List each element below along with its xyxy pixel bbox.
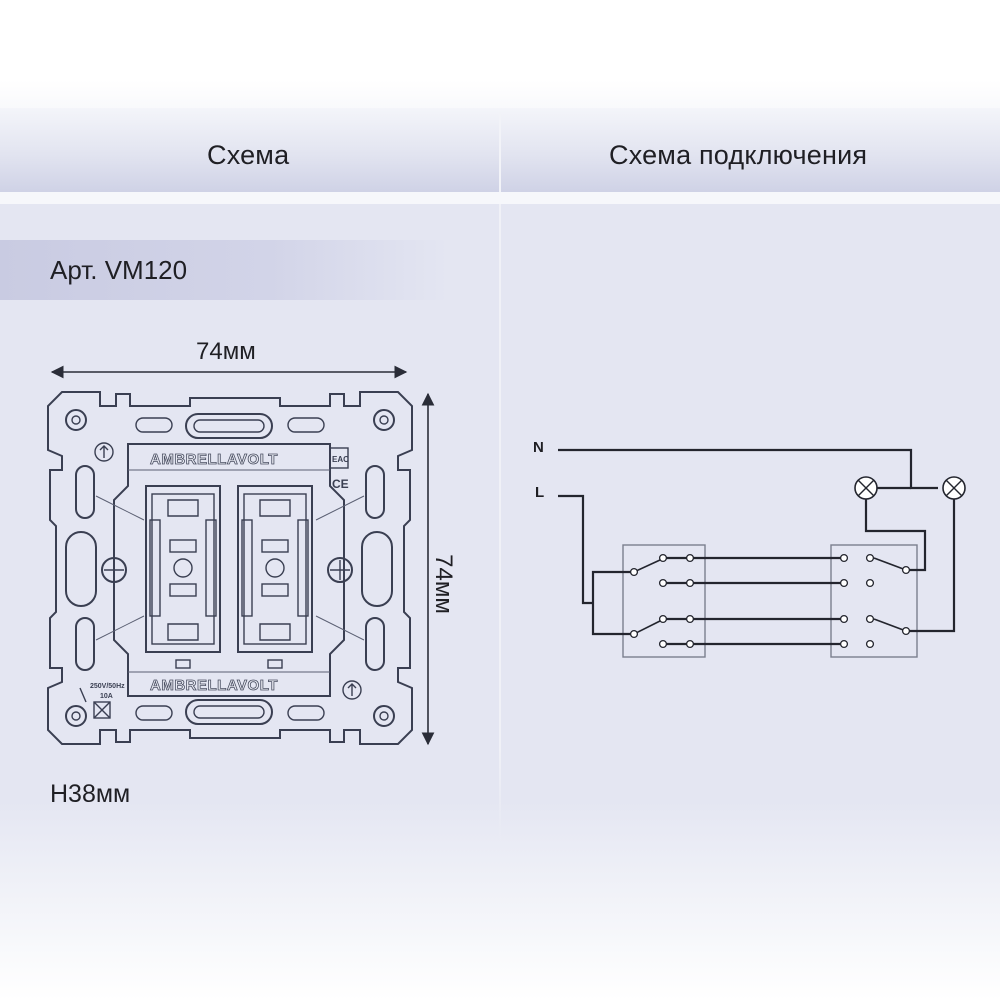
inner-body [113, 443, 345, 697]
neutral-label: N [533, 439, 544, 456]
right-side-slot-bottom [365, 617, 385, 671]
right-screw-icon [327, 557, 353, 583]
left-switch-contacts [629, 553, 695, 649]
mechanism-left [145, 485, 221, 669]
header-separator [0, 192, 1000, 204]
right-side-slot-top [365, 465, 385, 519]
right-switch-contacts [839, 553, 911, 649]
section-title-wiring: Схема подключения [609, 140, 868, 170]
header-divider [499, 112, 501, 192]
svg-text:250V/50Hz: 250V/50Hz [90, 683, 125, 690]
switch-box-left [622, 544, 706, 658]
corner-holes [65, 409, 395, 727]
lamp-1-return [864, 499, 927, 572]
rating-mark: 250V/50Hz 10A [79, 683, 125, 719]
line-label: L [535, 484, 544, 501]
article-band [0, 240, 450, 300]
brand-text-bottom: AMBRELLAVOLT [150, 677, 278, 694]
lamp-2-return [906, 499, 956, 633]
neutral-wire [558, 448, 938, 490]
brand-logo-icon [94, 442, 362, 700]
section-title-scheme: Схема [207, 140, 290, 170]
svg-text:CE: CE [332, 477, 349, 491]
bottom-slot [185, 699, 273, 725]
column-divider [499, 204, 501, 844]
left-side-slot-bottom [75, 617, 95, 671]
depth-label: H38мм [50, 780, 131, 808]
mechanism-right [237, 485, 313, 669]
lamp-1-icon [854, 476, 878, 500]
top-slot [185, 413, 273, 439]
svg-text:EAC: EAC [332, 455, 349, 464]
certification-icon: EAC CE [329, 447, 349, 491]
line-wire [558, 494, 634, 636]
brand-text-top: AMBRELLAVOLT [150, 451, 278, 468]
svg-text:10A: 10A [100, 693, 113, 700]
frame-outline [47, 391, 413, 745]
lamp-2-icon [942, 476, 966, 500]
switch-box-right [830, 544, 918, 658]
article-number: Арт. VM120 [50, 255, 188, 285]
right-mount-slot [361, 531, 393, 607]
left-mount-slot [65, 531, 97, 607]
width-dimension-label: 74мм [196, 338, 256, 365]
left-side-slot-top [75, 465, 95, 519]
